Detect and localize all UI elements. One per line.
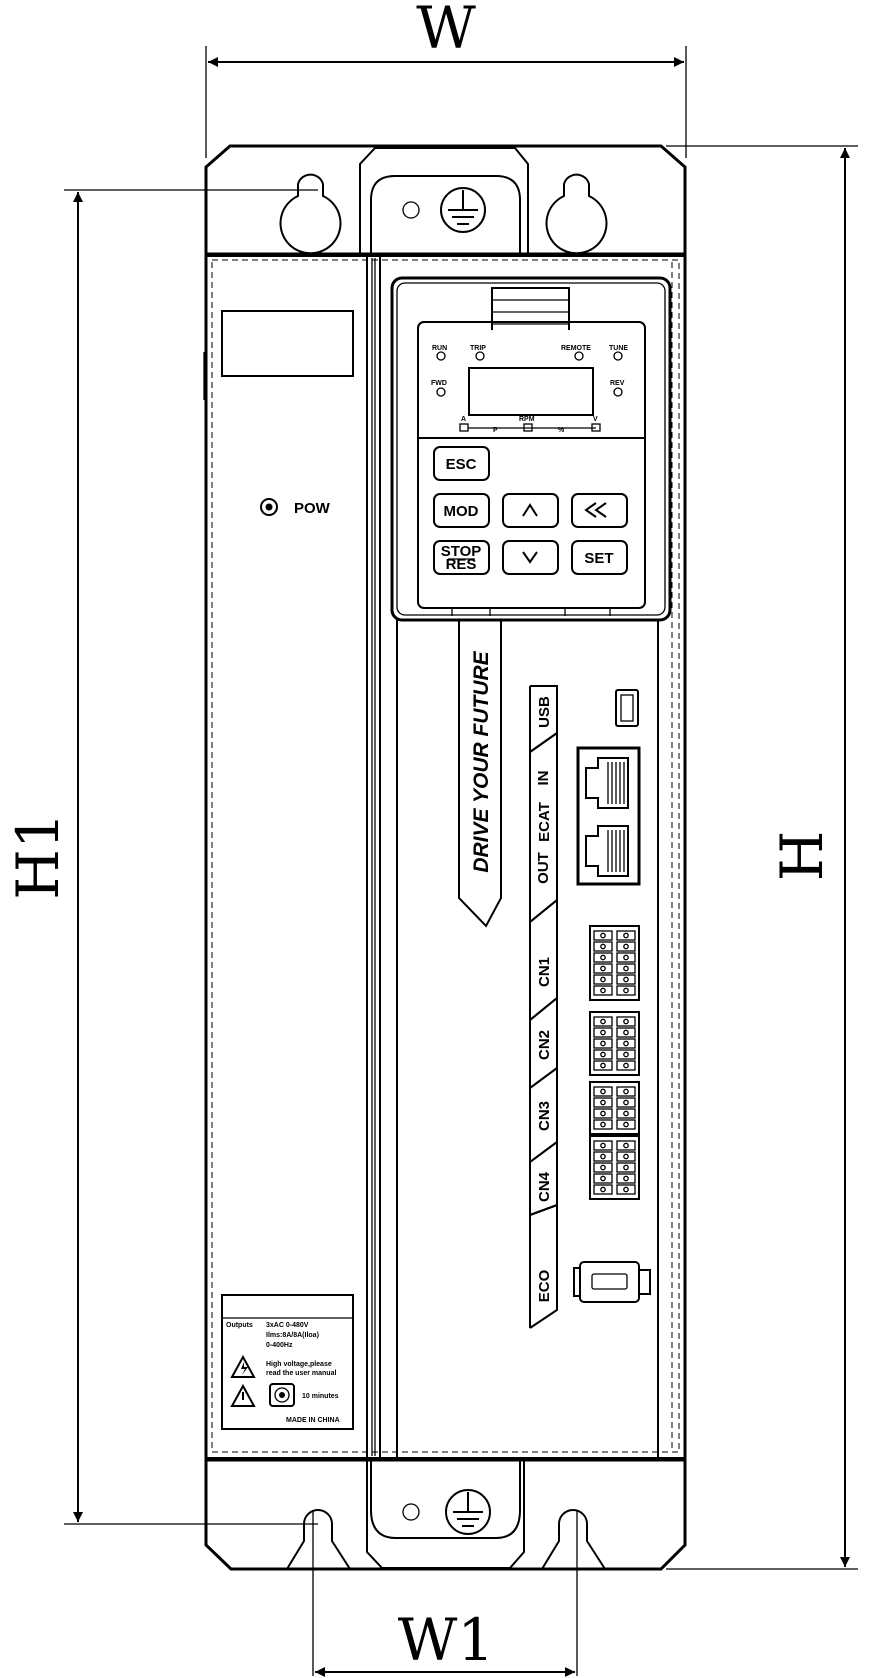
terminal-blocks — [589, 925, 640, 1200]
label-warning-line: read the user manual — [266, 1370, 336, 1377]
svg-text:REV: REV — [610, 380, 625, 387]
slogan-banner: DRIVE YOUR FUTURE — [458, 619, 502, 928]
led-run: RUN — [432, 345, 447, 361]
warning-icon — [230, 1354, 256, 1378]
dimension-w1-label: W1 — [398, 1606, 495, 1674]
dimension-h: H — [666, 145, 858, 1570]
esc-button[interactable]: ESC — [433, 446, 490, 481]
port-label-ecat-out: OUT — [535, 852, 552, 884]
label-outputs-line: 0-400Hz — [266, 1342, 293, 1349]
usb-port — [615, 689, 639, 727]
label-timer-text: 10 minutes — [302, 1393, 339, 1400]
port-label-eco: ECO — [536, 1269, 553, 1302]
cn4-terminal-block — [589, 1135, 640, 1200]
ethercat-in-port — [585, 757, 629, 809]
chevron-up-icon — [522, 503, 538, 517]
shift-button[interactable] — [571, 493, 628, 528]
ethercat-out-port — [585, 825, 629, 877]
ethercat-ports — [576, 746, 641, 886]
slogan-text: DRIVE YOUR FUTURE — [470, 650, 493, 872]
power-indicator-label: POW — [294, 500, 331, 517]
label-warning-line: High voltage,please — [266, 1361, 332, 1368]
mounting-slot-top-left — [279, 173, 342, 255]
set-button[interactable]: SET — [571, 540, 628, 575]
led-fwd: FWD — [431, 380, 447, 397]
cn3-terminal-block — [589, 1081, 640, 1135]
led-remote: REMOTE — [561, 345, 591, 361]
up-button[interactable] — [502, 493, 559, 528]
drive-housing — [203, 144, 687, 1571]
svg-text:REMOTE: REMOTE — [561, 345, 591, 352]
ground-terminal-top — [359, 147, 529, 256]
port-label-ecat-in: IN — [535, 771, 552, 786]
ground-icon — [440, 187, 486, 233]
label-outputs-title: Outputs — [226, 1322, 253, 1329]
warning-icon — [230, 1383, 256, 1407]
svg-text:RES: RES — [446, 556, 477, 573]
port-label-cn2: CN2 — [536, 1030, 553, 1060]
dimension-h1: H1 — [4, 189, 318, 1525]
timer-icon — [269, 1383, 295, 1407]
mounting-slot-bottom-right — [541, 1509, 606, 1570]
svg-text:ESC: ESC — [446, 456, 477, 473]
svg-text:TRIP: TRIP — [470, 345, 486, 352]
svg-text:TUNE: TUNE — [609, 345, 628, 352]
label-made-in: MADE IN CHINA — [286, 1417, 340, 1424]
unit-p: P — [493, 427, 498, 434]
port-label-usb: USB — [536, 696, 553, 728]
stop-reset-button[interactable]: STOP RES — [433, 540, 490, 575]
svg-text:SET: SET — [584, 550, 613, 567]
keypad-panel — [390, 276, 672, 622]
dimension-w: W — [205, 0, 687, 158]
label-outputs-line: Ilms:8A/8A(Iloa) — [266, 1332, 319, 1339]
port-label-cn3: CN3 — [536, 1101, 553, 1131]
cn2-terminal-block — [589, 1011, 640, 1076]
unit-percent: % — [558, 427, 565, 434]
led-rev: REV — [610, 380, 625, 397]
unit-v: V — [593, 416, 598, 423]
dimension-w1: W1 — [312, 1510, 578, 1677]
mounting-slot-top-right — [545, 173, 608, 255]
label-outputs-line: 3xAC 0-480V — [266, 1322, 309, 1329]
dimension-h1-label: H1 — [4, 812, 72, 899]
cn1-terminal-block — [589, 925, 640, 1001]
svg-text:FWD: FWD — [431, 380, 447, 387]
unit-indicator-row: A P RPM % V — [459, 416, 601, 434]
double-chevron-left-icon — [584, 502, 607, 518]
dimension-w-label: W — [416, 0, 476, 62]
mounting-slot-bottom-left — [286, 1509, 351, 1570]
svg-text:MOD: MOD — [444, 503, 479, 520]
port-label-cn4: CN4 — [536, 1171, 553, 1202]
led-trip: TRIP — [470, 345, 486, 361]
unit-a: A — [461, 416, 466, 423]
port-label-strip — [529, 685, 558, 1329]
led-tune: TUNE — [609, 345, 628, 361]
down-button[interactable] — [502, 540, 559, 575]
port-label-ecat: ECAT — [536, 802, 553, 842]
rating-label: Outputs 3xAC 0-480V Ilms:8A/8A(Iloa) 0-4… — [221, 1294, 354, 1430]
svg-text:RUN: RUN — [432, 345, 447, 352]
ground-terminal-bottom — [366, 1458, 525, 1569]
lcd-display — [468, 367, 594, 416]
dimension-h-label: H — [768, 831, 836, 882]
svg-text:STOP: STOP — [441, 543, 482, 560]
power-indicator: POW — [260, 498, 331, 517]
ground-icon — [445, 1489, 491, 1535]
port-label-cn1: CN1 — [536, 957, 553, 987]
nameplate-window — [221, 310, 354, 377]
encoder-port — [573, 1261, 651, 1303]
mod-button[interactable]: MOD — [433, 493, 490, 528]
chevron-down-icon — [522, 551, 538, 564]
unit-rpm: RPM — [519, 416, 535, 423]
